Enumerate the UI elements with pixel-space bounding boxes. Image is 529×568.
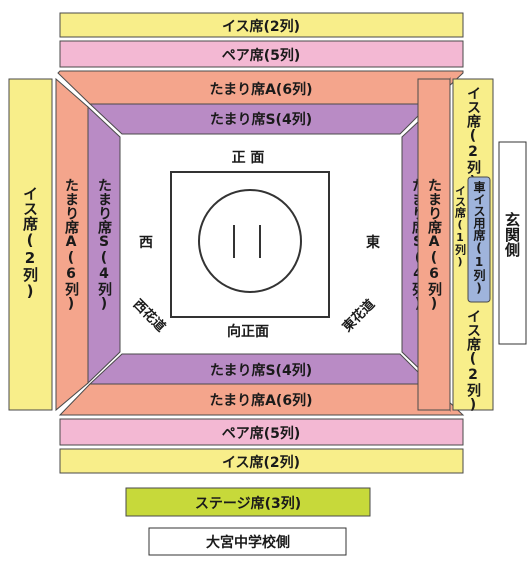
west-isu-seat-label: イス席(2列) [21, 186, 39, 300]
dohyo-circle [198, 189, 302, 293]
east-hanamichi-label: 東花道 [339, 296, 378, 335]
stage-seat-label: ステージ席(3列) [195, 495, 301, 512]
ring-south-label: 向正面 [227, 323, 269, 340]
west-isu-seat-block [8, 78, 53, 411]
east-tamari-a-label: たまり席A(6列) [426, 178, 442, 312]
wheelchair-seat-block [467, 176, 491, 303]
ring-west-label: 西 [139, 235, 153, 251]
wheelchair-seat-label: 車イス用席(1列) [472, 180, 486, 295]
west-tamari-s-block [87, 105, 121, 385]
north-isu-seat-block [59, 12, 464, 38]
north-pair-seat-block [59, 40, 464, 68]
school-side-label: 大宮中学校側 [206, 534, 290, 551]
south-isu-seat-label: イス席(2列) [222, 454, 300, 471]
ring-north-label: 正 面 [232, 150, 265, 166]
south-tamari-a-block [58, 383, 465, 416]
east-isu-seat-bottom-label: イス席(2列) [465, 309, 481, 413]
east-seating: たまり席S(4列) たまり席A(6列) イス席(2列) イス席(1列) 車イス用… [401, 77, 494, 413]
south-pair-seat-block [59, 418, 464, 446]
north-tamari-s-label: たまり席S(4列) [210, 111, 312, 128]
east-tamari-a-fill [417, 78, 451, 411]
north-isu-seat-label: イス席(2列) [222, 18, 300, 35]
south-seating: たまり席S(4列) たまり席A(6列) ペア席(5列) イス席(2列) [58, 353, 465, 474]
ring-east-label: 東 [366, 234, 380, 251]
north-tamari-s-block [88, 103, 432, 135]
sumo-ring-area: 正 面 向正面 西 東 西花道 東花道 [130, 150, 380, 340]
west-hanamichi-label: 西花道 [130, 296, 169, 335]
south-tamari-s-label: たまり席S(4列) [210, 362, 312, 379]
entrance-side-box [498, 141, 527, 345]
west-seating: イス席(2列) たまり席A(6列) たまり席S(4列) [8, 77, 121, 412]
stage-seat-block [125, 487, 371, 517]
south-tamari-a-label: たまり席A(6列) [210, 392, 313, 409]
east-isu-seat-one-label: イス席(1列) [454, 185, 467, 268]
north-pair-seat-label: ペア席(5列) [222, 47, 301, 64]
south-pair-seat-label: ペア席(5列) [222, 425, 301, 442]
south-isu-seat-block [59, 448, 464, 474]
entrance-side-label: 玄関側 [503, 211, 521, 258]
west-tamari-a-label: たまり席A(6列) [63, 178, 79, 312]
north-tamari-a-label: たまり席A(6列) [210, 81, 313, 98]
east-isu-seat-top-label: イス席(2列) [465, 86, 481, 190]
west-tamari-s-label: たまり席S(4列) [96, 178, 112, 312]
school-side-box [148, 527, 347, 556]
north-seating: イス席(2列) ペア席(5列) たまり席A(6列) たまり席S(4列) [57, 12, 464, 135]
